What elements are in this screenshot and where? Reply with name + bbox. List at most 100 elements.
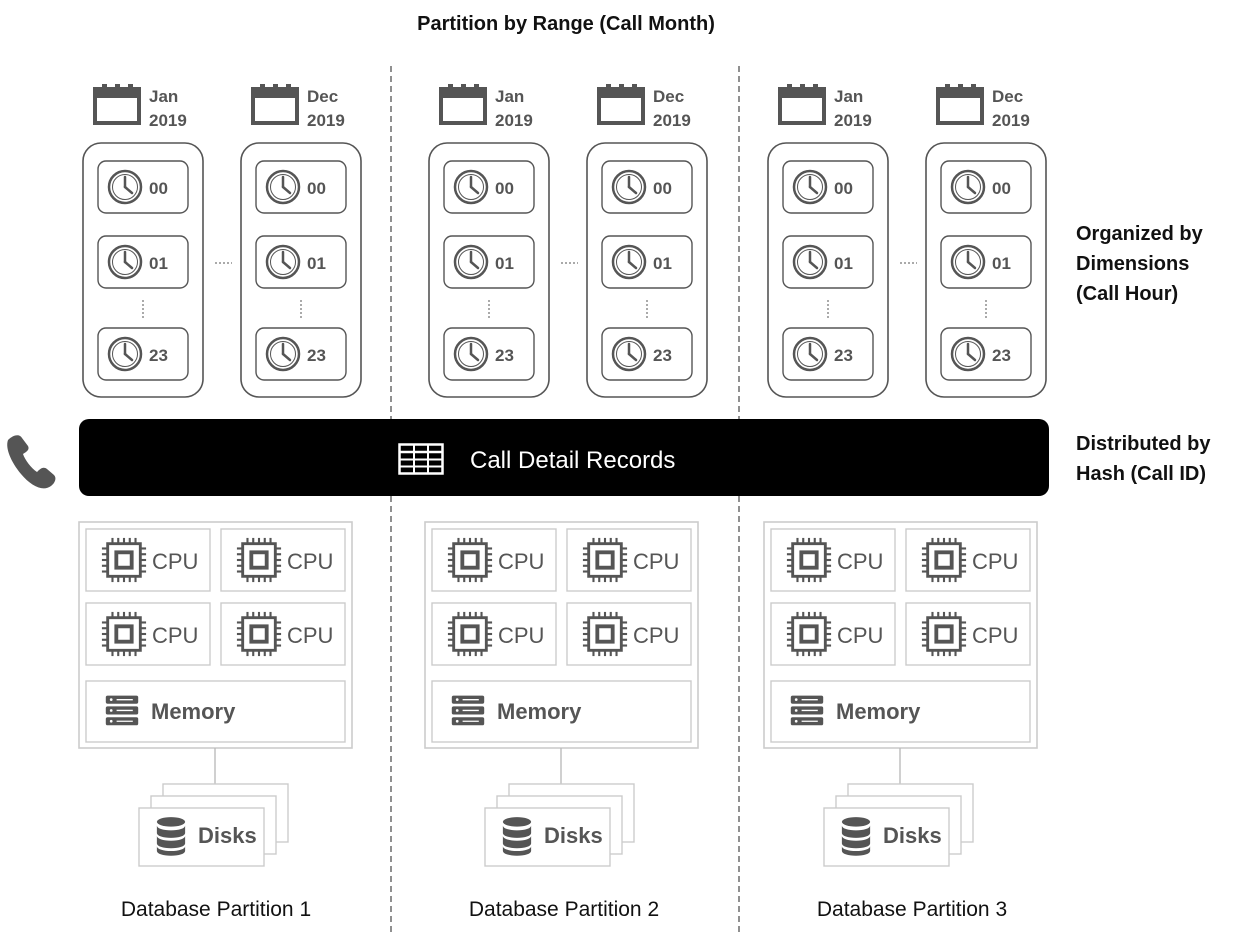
month-container: [82, 142, 204, 398]
cpu-icon: [446, 610, 494, 658]
hour-box: 23: [782, 327, 874, 381]
cpu-icon: [581, 610, 629, 658]
year-label: 2019: [653, 111, 691, 130]
hour-label: 23: [834, 346, 853, 365]
hour-box: 23: [255, 327, 347, 381]
month-label: Dec: [307, 87, 338, 106]
hour-box: 00: [97, 160, 189, 214]
hour-label: 00: [992, 179, 1011, 198]
cpu-icon: [785, 610, 833, 658]
cpu-box: CPU: [85, 602, 211, 666]
month-label: Jan: [834, 87, 863, 106]
cpu-label: CPU: [837, 623, 883, 648]
cpu-box: CPU: [220, 602, 346, 666]
cpu-box: CPU: [85, 528, 211, 592]
month-container: [925, 142, 1047, 398]
cpu-label: CPU: [287, 623, 333, 648]
disks-label: Disks: [544, 823, 603, 848]
cpu-label: CPU: [152, 549, 198, 574]
hour-box: 23: [97, 327, 189, 381]
disks-stack: Disks: [823, 783, 974, 867]
month-container: [240, 142, 362, 398]
calendar-icon: [780, 84, 824, 123]
hour-label: 00: [149, 179, 168, 198]
memory-icon: [451, 694, 485, 727]
month-label: Jan: [149, 87, 178, 106]
hour-label: 01: [495, 254, 514, 273]
cpu-label: CPU: [498, 623, 544, 648]
cpu-icon: [446, 536, 494, 584]
hour-box: 01: [97, 235, 189, 289]
year-label: 2019: [495, 111, 533, 130]
hour-label: 01: [307, 254, 326, 273]
cpu-box: CPU: [220, 528, 346, 592]
month-column: Dec 2019 00 01 23: [586, 84, 708, 398]
calendar-icon: [441, 84, 485, 123]
cpu-label: CPU: [633, 549, 679, 574]
hour-label: 00: [307, 179, 326, 198]
hour-label: 23: [653, 346, 672, 365]
month-column: Jan 2019 00 01 23: [428, 84, 550, 398]
hour-label: 23: [992, 346, 1011, 365]
partition-label: Database Partition 3: [817, 898, 1007, 921]
memory-icon: [105, 694, 139, 727]
cpu-label: CPU: [498, 549, 544, 574]
month-column: Jan 2019 00 01 23: [82, 84, 204, 398]
month-container: [428, 142, 550, 398]
hour-label: 23: [495, 346, 514, 365]
hour-label: 01: [992, 254, 1011, 273]
memory-box: Memory: [85, 680, 346, 743]
memory-label: Memory: [836, 699, 921, 724]
cpu-label: CPU: [152, 623, 198, 648]
hour-label: 00: [495, 179, 514, 198]
diagram-title: Partition by Range (Call Month): [417, 13, 715, 35]
cpu-label: CPU: [972, 623, 1018, 648]
memory-label: Memory: [151, 699, 236, 724]
month-container: [767, 142, 889, 398]
cpu-icon: [100, 536, 148, 584]
cpu-icon: [581, 536, 629, 584]
cpu-box: CPU: [905, 528, 1031, 592]
hour-label: 23: [149, 346, 168, 365]
cpu-icon: [920, 610, 968, 658]
cpu-box: CPU: [770, 528, 896, 592]
cdr-label: Call Detail Records: [470, 447, 675, 474]
year-label: 2019: [834, 111, 872, 130]
cpu-icon: [235, 536, 283, 584]
hour-box: 23: [601, 327, 693, 381]
disks-label: Disks: [198, 823, 257, 848]
month-label: Jan: [495, 87, 524, 106]
dimensions-label-line1: Organized by: [1076, 223, 1204, 245]
disks-stack: Disks: [484, 783, 635, 867]
calendar-icon: [938, 84, 982, 123]
dimensions-label-line3: (Call Hour): [1076, 283, 1178, 305]
hour-box: 01: [255, 235, 347, 289]
calendar-icon: [253, 84, 297, 123]
hour-label: 01: [653, 254, 672, 273]
hour-box: 01: [782, 235, 874, 289]
partition-label: Database Partition 1: [121, 898, 311, 921]
year-label: 2019: [307, 111, 345, 130]
cpu-icon: [785, 536, 833, 584]
dimensions-label-line2: Dimensions: [1076, 253, 1189, 275]
calendar-icon: [95, 84, 139, 123]
cpu-label: CPU: [287, 549, 333, 574]
cpu-box: CPU: [770, 602, 896, 666]
cpu-icon: [235, 610, 283, 658]
memory-icon: [790, 694, 824, 727]
disks-stack: Disks: [138, 783, 289, 867]
month-label: Dec: [653, 87, 684, 106]
cpu-box: CPU: [566, 602, 692, 666]
hour-box: 23: [940, 327, 1032, 381]
hour-box: 01: [601, 235, 693, 289]
year-label: 2019: [149, 111, 187, 130]
hour-box: 23: [443, 327, 535, 381]
hour-label: 00: [653, 179, 672, 198]
